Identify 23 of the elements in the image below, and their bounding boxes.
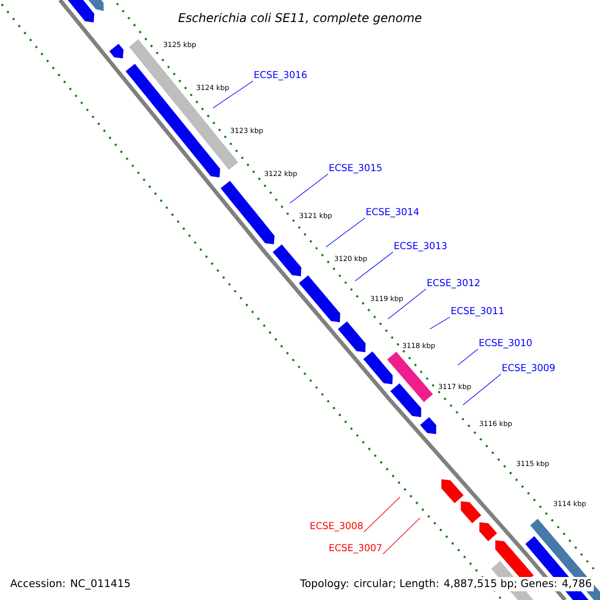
gene-label: ECSE_3015: [330, 164, 382, 174]
leader-line: [290, 174, 328, 204]
footer-text: Topology: circular; Length: 4,887,515 bp; Genes: 4,786: [298, 577, 594, 592]
footer-text: Accession: NC_011415: [10, 579, 130, 590]
title: Escherichia coli SE11, complete genome: [178, 12, 422, 24]
gene-label: ECSE_3016: [254, 71, 307, 80]
gene-label: ECSE_3011: [452, 307, 504, 316]
leader-line: [326, 218, 366, 248]
leader-line: [388, 288, 426, 320]
leader-line: [430, 316, 450, 330]
leader-line: [364, 496, 400, 532]
gene-label: ECSE_3007: [330, 544, 382, 554]
gene-label: ECSE_3008: [310, 522, 363, 532]
gene-label: ECSE_3009: [502, 364, 555, 374]
gene-label: ECSE_3010: [480, 339, 532, 348]
gene-label: ECSE_3013: [394, 242, 447, 252]
gene-label: ECSE_3012: [428, 279, 480, 288]
leader-line: [382, 518, 420, 554]
gene-label: ECSE_3014: [366, 208, 419, 218]
leader-line: [212, 80, 254, 108]
leader-line: [462, 374, 502, 406]
leader-line: [354, 252, 394, 282]
leader-line: [458, 348, 478, 366]
